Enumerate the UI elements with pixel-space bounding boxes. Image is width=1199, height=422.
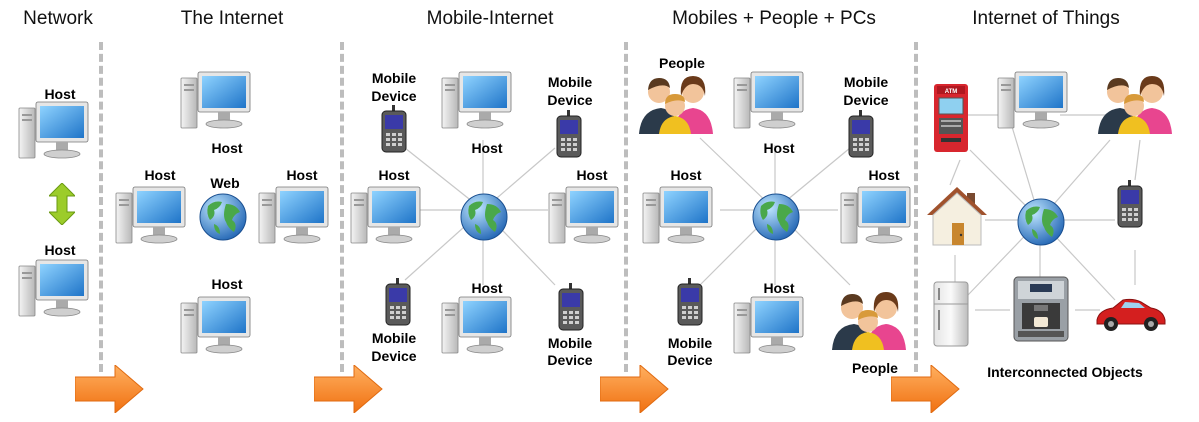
label-device: Device [667, 352, 713, 368]
divider-1 [99, 42, 103, 372]
label-mobile: Mobile [843, 74, 889, 90]
globe-icon [198, 192, 248, 247]
svg-text:ATM: ATM [945, 89, 958, 95]
mobile-phone-icon [848, 110, 874, 163]
computer-icon [997, 70, 1069, 137]
computer-icon [642, 185, 714, 252]
mobile-phone-icon [556, 110, 582, 163]
fridge-icon [933, 281, 969, 347]
label-host: Host [670, 167, 702, 183]
label-web: Web [210, 175, 240, 191]
computer-icon [733, 295, 805, 362]
label-host: Host [44, 242, 76, 258]
people-icon [637, 72, 715, 139]
globe-icon [1016, 197, 1066, 252]
mobile-phone-icon [1117, 180, 1143, 233]
mobile-phone-icon [677, 278, 703, 331]
people-icon [1096, 72, 1174, 139]
label-people: People [659, 55, 705, 71]
car-icon [1096, 298, 1166, 331]
label-host: Host [868, 167, 900, 183]
computer-icon [733, 70, 805, 137]
coffee-machine-icon [1013, 276, 1069, 342]
computer-icon [441, 295, 513, 362]
mobile-phone-icon [385, 278, 411, 331]
atm-icon: ATM [934, 84, 968, 152]
label-mobile: Mobile [371, 70, 417, 86]
arrow-icon [314, 365, 383, 413]
computer-icon [18, 258, 90, 325]
house-icon [927, 187, 987, 246]
divider-4 [914, 42, 918, 372]
label-host: Host [471, 280, 503, 296]
people-icon [830, 288, 908, 355]
label-mobile: Mobile [667, 335, 713, 351]
globe-icon [459, 192, 509, 247]
computer-icon [840, 185, 912, 252]
label-mobile: Mobile [547, 335, 593, 351]
label-host: Host [763, 280, 795, 296]
label-host: Host [211, 140, 243, 156]
panel-title-mobiles-people-pcs: Mobiles + People + PCs [672, 8, 876, 29]
label-device: Device [371, 348, 417, 364]
arrow-icon [600, 365, 669, 413]
updown-arrow-icon [49, 183, 75, 225]
label-device: Device [843, 92, 889, 108]
globe-icon [751, 192, 801, 247]
panel-title-network: Network [23, 8, 93, 29]
label-mobile: Mobile [547, 74, 593, 90]
label-host: Host [144, 167, 176, 183]
computer-icon [548, 185, 620, 252]
label-host: Host [286, 167, 318, 183]
label-host: Host [471, 140, 503, 156]
label-host: Host [378, 167, 410, 183]
computer-icon [350, 185, 422, 252]
label-interconnected-objects: Interconnected Objects [987, 364, 1143, 380]
label-host: Host [576, 167, 608, 183]
panel-title-internet: The Internet [180, 8, 284, 29]
mobile-phone-icon [381, 105, 407, 158]
panel-title-internet-of-things: Internet of Things [972, 8, 1120, 29]
label-host: Host [763, 140, 795, 156]
arrow-icon [75, 365, 144, 413]
computer-icon [258, 185, 330, 252]
computer-icon [18, 100, 90, 167]
label-host: Host [44, 86, 76, 102]
label-host: Host [211, 276, 243, 292]
divider-3 [624, 42, 628, 372]
arrow-icon [891, 365, 960, 413]
divider-2 [340, 42, 344, 372]
label-device: Device [547, 352, 593, 368]
label-device: Device [371, 88, 417, 104]
panel-title-mobile-internet: Mobile-Internet [426, 8, 554, 29]
mobile-phone-icon [558, 283, 584, 336]
computer-icon [441, 70, 513, 137]
computer-icon [180, 295, 252, 362]
label-mobile: Mobile [371, 330, 417, 346]
label-device: Device [547, 92, 593, 108]
computer-icon [115, 185, 187, 252]
label-people: People [852, 360, 898, 376]
computer-icon [180, 70, 252, 137]
